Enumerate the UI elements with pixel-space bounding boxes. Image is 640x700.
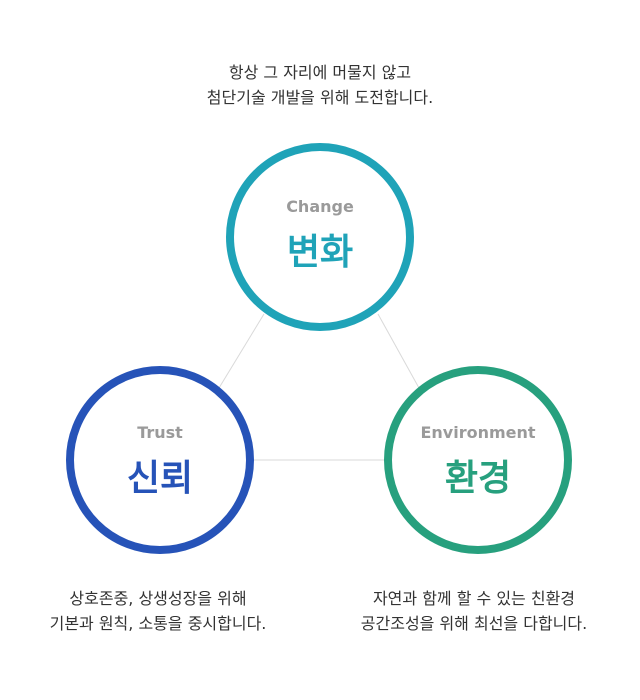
left-caption-line-1: 상호존중, 상생성장을 위해 <box>69 589 247 608</box>
circle-trust-label-en: Trust <box>137 423 183 442</box>
right-caption: 자연과 함께 할 수 있는 친환경 공간조성을 위해 최선을 다합니다. <box>316 586 632 636</box>
left-caption-line-2: 기본과 원칙, 소통을 중시합니다. <box>49 614 267 633</box>
top-caption-line-2: 첨단기술 개발을 위해 도전합니다. <box>206 88 434 107</box>
circle-trust: Trust 신뢰 <box>66 366 254 554</box>
connector-change-trust <box>218 313 265 389</box>
circle-trust-label-ko: 신뢰 <box>127 458 193 499</box>
top-caption: 항상 그 자리에 머물지 않고 첨단기술 개발을 위해 도전합니다. <box>0 60 640 110</box>
circle-change: Change 변화 <box>226 143 414 331</box>
circle-environment-label-ko: 환경 <box>445 458 511 499</box>
circle-environment-label-en: Environment <box>420 423 535 442</box>
circle-change-ring <box>226 143 414 331</box>
circle-trust-ring <box>66 366 254 554</box>
connector-change-environment <box>377 313 420 389</box>
right-caption-line-1: 자연과 함께 할 수 있는 친환경 <box>372 589 576 608</box>
circle-environment: Environment 환경 <box>384 366 572 554</box>
top-caption-line-1: 항상 그 자리에 머물지 않고 <box>228 63 412 82</box>
circle-change-label-ko: 변화 <box>287 232 353 273</box>
circle-environment-ring <box>384 366 572 554</box>
right-caption-line-2: 공간조성을 위해 최선을 다합니다. <box>360 614 588 633</box>
left-caption: 상호존중, 상생성장을 위해 기본과 원칙, 소통을 중시합니다. <box>0 586 316 636</box>
circle-change-label-en: Change <box>286 197 354 216</box>
